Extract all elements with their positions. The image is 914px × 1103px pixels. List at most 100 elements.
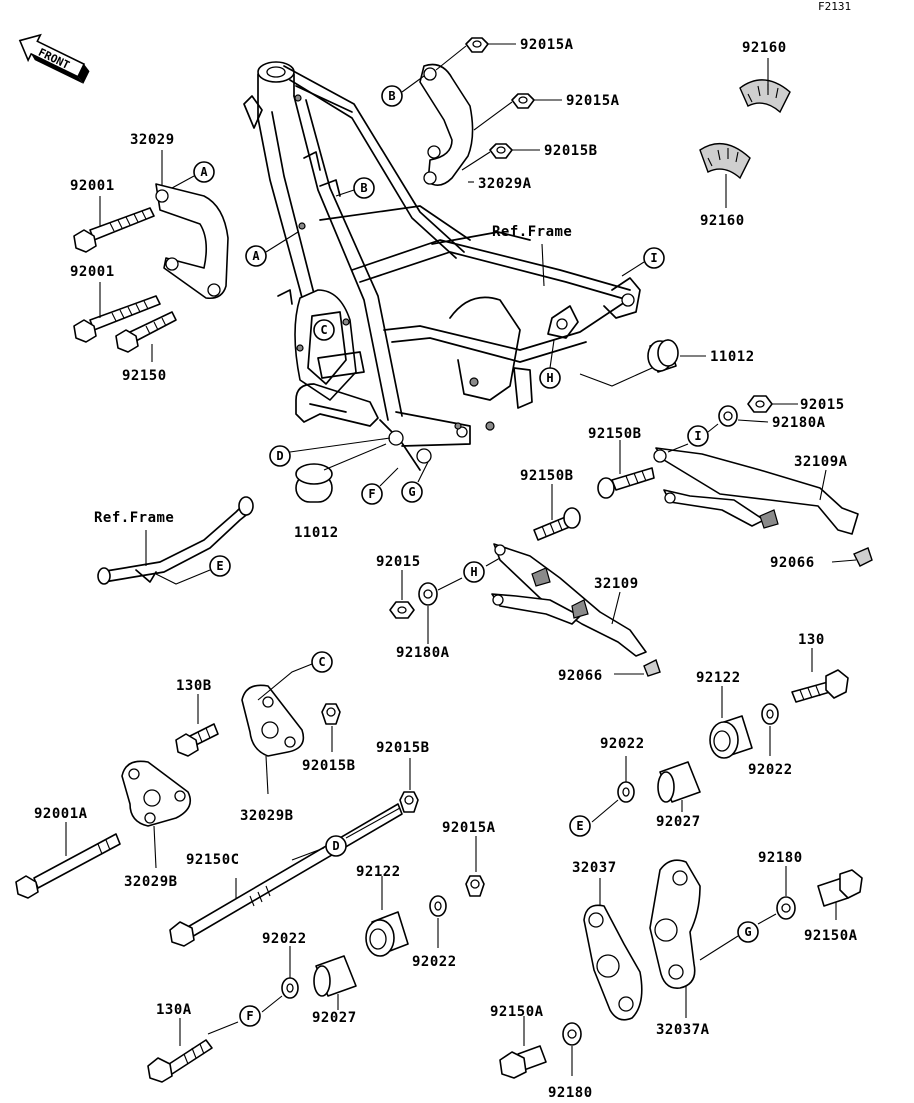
link-32037	[583, 904, 643, 1021]
bolt-130	[791, 669, 849, 703]
label-92015-1: 92015	[800, 397, 845, 413]
washer-92022-4	[281, 977, 299, 999]
svg-text:D: D	[332, 839, 339, 853]
callout-h-2: H	[463, 561, 485, 583]
plate-32029B-1	[241, 684, 305, 757]
link-32037A	[649, 859, 701, 989]
spacer-11012-2	[295, 463, 333, 503]
callout-b-1: B	[381, 85, 403, 107]
label-92015B-1: 92015B	[544, 143, 598, 159]
nut-92015-2	[389, 601, 415, 619]
callout-d-2: D	[325, 835, 347, 857]
callout-b-2: B	[353, 177, 375, 199]
label-32037A: 32037A	[656, 1022, 710, 1038]
frame-tube-piece	[97, 496, 254, 585]
bolt-92150B-1	[597, 467, 655, 499]
label-92150A-1: 92150A	[804, 928, 858, 944]
bolt-130B	[175, 723, 219, 757]
label-32029: 32029	[130, 132, 175, 148]
washer-92180A-2	[418, 582, 438, 606]
label-32029B-1: 32029B	[240, 808, 294, 824]
svg-text:I: I	[650, 251, 657, 265]
callout-f-1: F	[361, 483, 383, 505]
svg-text:F: F	[368, 487, 375, 501]
svg-text:H: H	[546, 371, 553, 385]
label-92022-3: 92022	[412, 954, 457, 970]
svg-text:E: E	[216, 559, 223, 573]
sleeve-92027-2	[313, 955, 357, 997]
svg-text:C: C	[320, 323, 327, 337]
label-92022-4: 92022	[262, 931, 307, 947]
bolt-92001A	[15, 833, 121, 899]
label-11012-2: 11012	[294, 525, 339, 541]
svg-text:D: D	[276, 449, 283, 463]
svg-text:B: B	[360, 181, 367, 195]
svg-text:A: A	[252, 249, 260, 263]
callout-i-2: I	[687, 425, 709, 447]
label-92015A-3: 92015A	[442, 820, 496, 836]
rubber-92066-2	[643, 659, 661, 677]
label-92122-1: 92122	[696, 670, 741, 686]
label-92001-1: 92001	[70, 178, 115, 194]
label-130A: 130A	[156, 1002, 192, 1018]
main-frame	[243, 61, 641, 471]
label-92150A-2: 92150A	[490, 1004, 544, 1020]
label-92180A-2: 92180A	[396, 645, 450, 661]
label-92150B-1: 92150B	[588, 426, 642, 442]
label-92001A: 92001A	[34, 806, 88, 822]
label-32029B-2: 32029B	[124, 874, 178, 890]
label-32037: 32037	[572, 860, 617, 876]
footrest-bracket-32109A	[653, 447, 859, 535]
callout-c-1: C	[313, 319, 335, 341]
label-92015B-3: 92015B	[376, 740, 430, 756]
label-92150C: 92150C	[186, 852, 240, 868]
ref-frame-label-top: Ref.Frame	[492, 224, 572, 240]
label-92180-1: 92180	[758, 850, 803, 866]
callout-c-2: C	[311, 651, 333, 673]
label-130B: 130B	[176, 678, 212, 694]
label-92160-1: 92160	[742, 40, 787, 56]
callout-e-1: E	[209, 555, 231, 577]
svg-text:E: E	[576, 819, 583, 833]
spacer-11012-1	[647, 339, 679, 373]
label-92001-2: 92001	[70, 264, 115, 280]
label-32109A: 32109A	[794, 454, 848, 470]
callout-g-2: G	[737, 921, 759, 943]
nut-92015A-3	[465, 875, 485, 897]
label-92027-2: 92027	[312, 1010, 357, 1026]
label-32109: 32109	[594, 576, 639, 592]
label-92066-2: 92066	[558, 668, 603, 684]
label-92180-2: 92180	[548, 1085, 593, 1101]
nut-92015B-2	[321, 703, 341, 725]
callout-h-1: H	[539, 367, 561, 389]
svg-text:A: A	[200, 165, 208, 179]
bolt-92001-2	[73, 295, 161, 343]
callout-a-1: A	[193, 161, 215, 183]
collar-92122-2	[365, 911, 409, 957]
washer-92022-1	[761, 703, 779, 725]
label-92160-2: 92160	[700, 213, 745, 229]
grommet-92160-1	[739, 79, 791, 114]
nut-92015A-1	[465, 37, 489, 53]
bolt-92001-1	[73, 207, 155, 253]
nut-92015A-2	[511, 93, 535, 109]
label-92015A-2: 92015A	[566, 93, 620, 109]
bracket-32029	[155, 183, 229, 300]
label-92180A-1: 92180A	[772, 415, 826, 431]
callout-a-2: A	[245, 245, 267, 267]
collar-92122-1	[709, 715, 753, 759]
washer-92180A-1	[718, 405, 738, 427]
svg-text:G: G	[744, 925, 751, 939]
svg-text:G: G	[408, 485, 415, 499]
front-arrow-icon: FRONT	[18, 33, 90, 84]
label-130: 130	[798, 632, 825, 648]
label-92150: 92150	[122, 368, 167, 384]
svg-text:F: F	[246, 1009, 253, 1023]
washer-92022-3	[429, 895, 447, 917]
callout-i-1: I	[643, 247, 665, 269]
bolt-92150B-2	[533, 507, 581, 541]
callout-d-1: D	[269, 445, 291, 467]
svg-text:I: I	[694, 429, 701, 443]
washer-92180-2	[562, 1022, 582, 1046]
